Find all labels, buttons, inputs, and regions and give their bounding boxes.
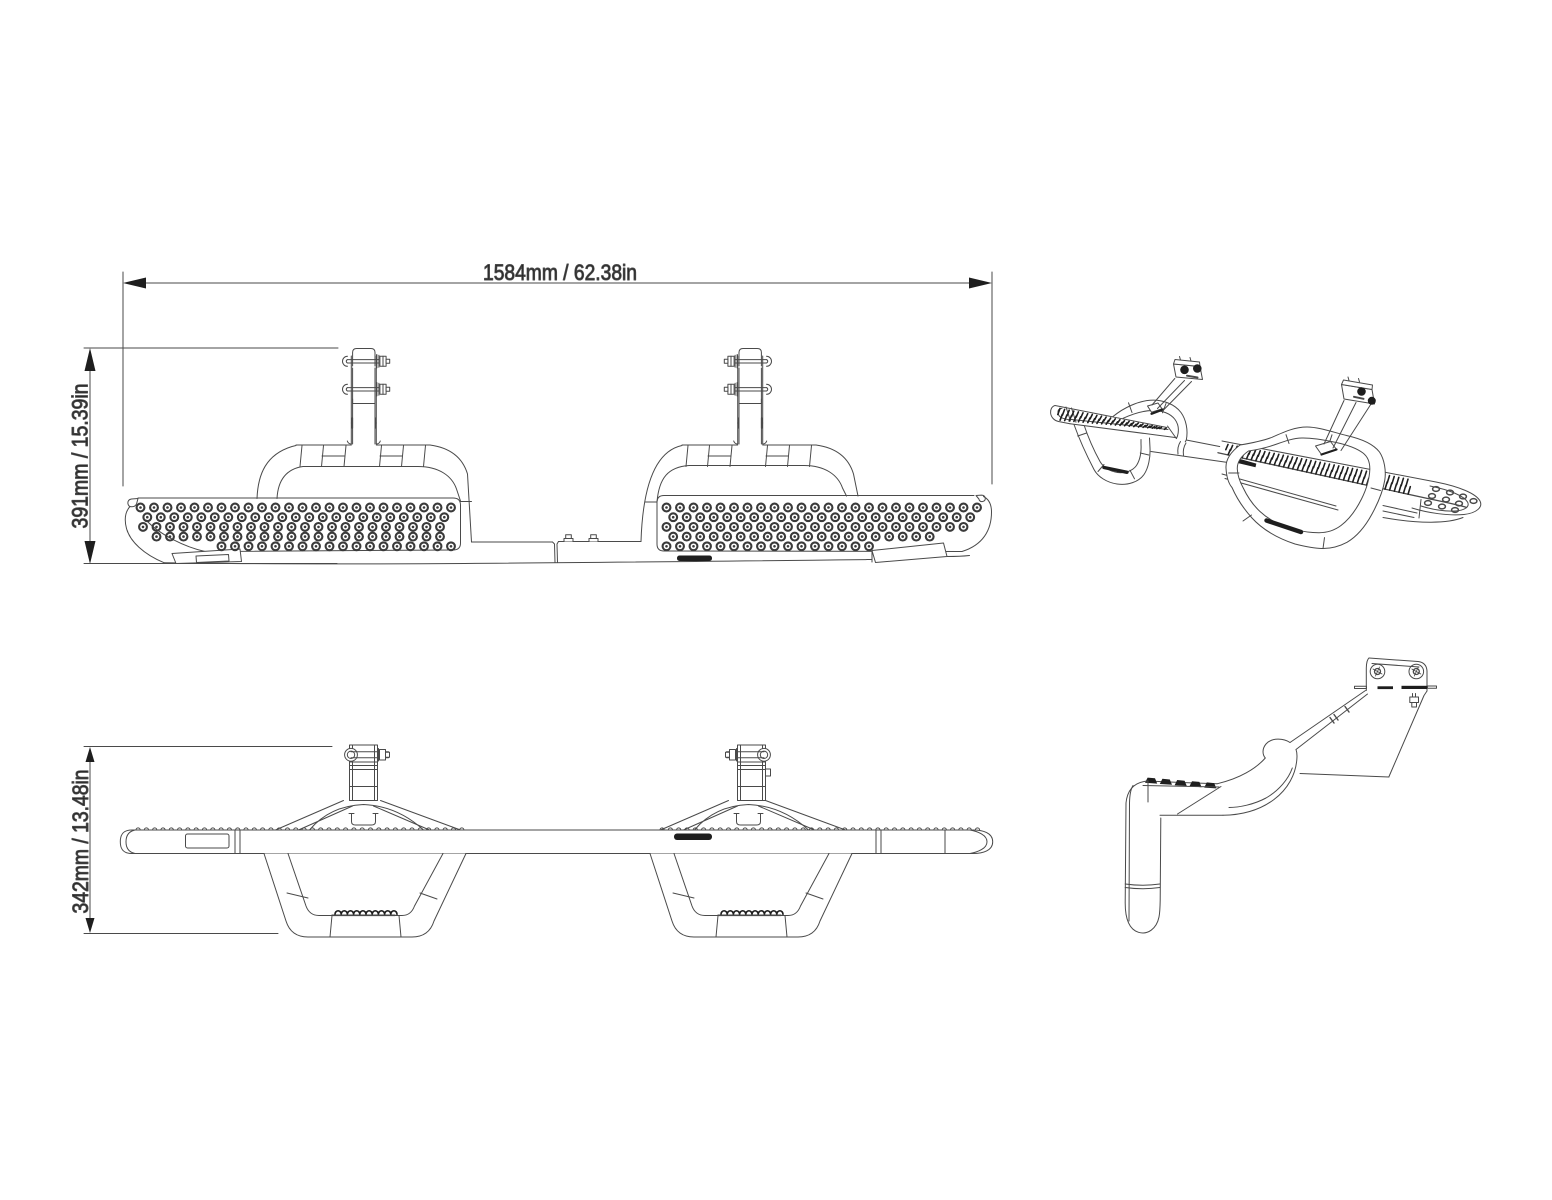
svg-text:1584mm / 62.38in: 1584mm / 62.38in <box>483 260 637 285</box>
svg-text:342mm / 13.48in: 342mm / 13.48in <box>68 770 93 914</box>
svg-text:391mm / 15.39in: 391mm / 15.39in <box>68 384 93 529</box>
